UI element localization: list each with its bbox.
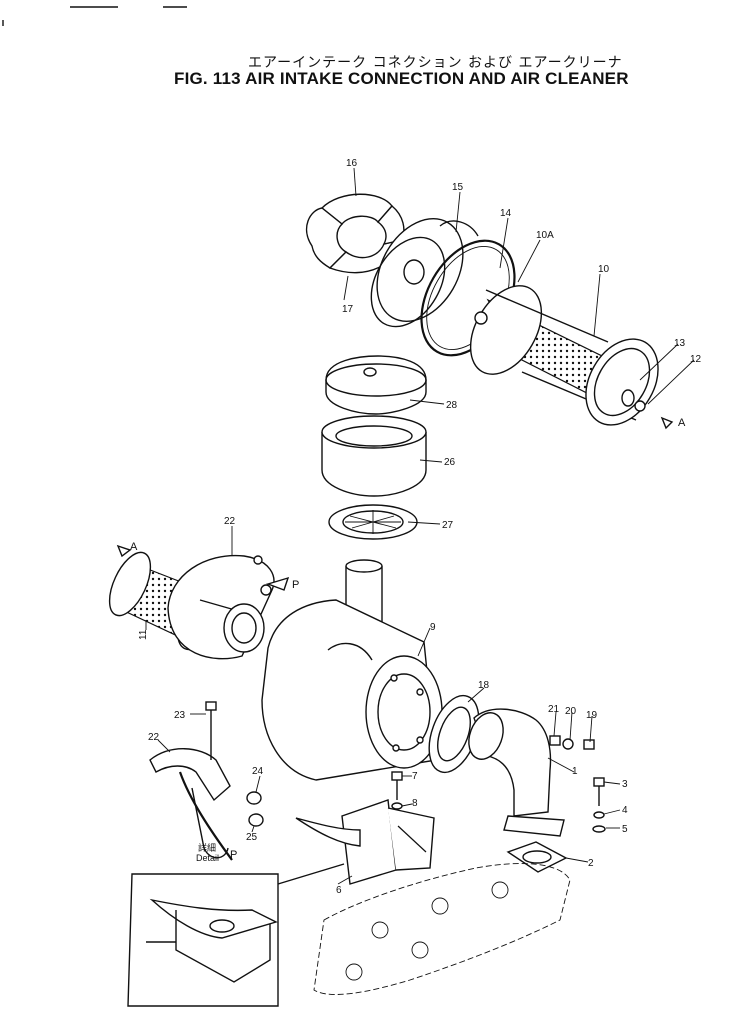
callout-labels: 16 15 14 10A 10 13 12 17 28 26 27 22 11 … <box>138 158 702 896</box>
bolt-7-8 <box>391 771 403 810</box>
callout-14: 14 <box>500 208 512 219</box>
view-letters: A A P <box>130 417 686 591</box>
callout-22-detail: 22 <box>148 732 160 743</box>
callout-9: 9 <box>430 622 436 633</box>
nuts-19-20-21 <box>549 735 595 750</box>
callout-24: 24 <box>252 766 264 777</box>
callout-10: 10 <box>598 264 610 275</box>
callout-15: 15 <box>452 182 464 193</box>
callout-23: 23 <box>174 710 186 721</box>
view-letter-p: P <box>292 579 299 591</box>
callout-22-top: 22 <box>224 516 236 527</box>
callout-26: 26 <box>444 457 456 468</box>
callout-12: 12 <box>690 354 702 365</box>
band-22-detail <box>149 701 264 861</box>
callout-3: 3 <box>622 779 628 790</box>
callout-7: 7 <box>412 771 418 782</box>
filter-ring-26 <box>321 415 427 497</box>
bolt-washer-3-4-5 <box>592 777 606 833</box>
callout-8: 8 <box>412 798 418 809</box>
callout-21: 21 <box>548 704 560 715</box>
detail-label-letter: P <box>230 849 237 861</box>
callout-28: 28 <box>446 400 458 411</box>
callout-16: 16 <box>346 158 358 169</box>
callout-17: 17 <box>342 304 354 315</box>
elbow-1 <box>468 708 565 837</box>
bracket-6 <box>295 799 435 885</box>
callout-4: 4 <box>622 805 628 816</box>
cap-28 <box>325 355 427 415</box>
vane-27 <box>328 504 418 540</box>
detail-label-english: Detail <box>196 853 219 863</box>
figure-title-english: FIG. 113 AIR INTAKE CONNECTION AND AIR C… <box>174 69 629 88</box>
callout-13: 13 <box>674 338 686 349</box>
leader-lines <box>145 167 695 885</box>
scan-marks <box>2 6 187 26</box>
callout-25: 25 <box>246 832 258 843</box>
view-letter-a-right: A <box>678 417 686 429</box>
callout-11: 11 <box>138 629 149 640</box>
view-arrows <box>116 416 674 591</box>
callout-1: 1 <box>572 766 578 777</box>
callout-20: 20 <box>565 706 577 717</box>
detail-inset-box <box>127 863 345 1007</box>
gasket-2 <box>506 841 568 873</box>
figure-title-japanese: エアーインテーク コネクション および エアークリーナ <box>248 55 623 71</box>
callout-6: 6 <box>336 885 342 896</box>
band-22-top <box>167 554 275 660</box>
view-letter-a-left: A <box>130 541 138 553</box>
callout-19: 19 <box>586 710 598 721</box>
filter-element-10 <box>469 285 659 426</box>
callout-5: 5 <box>622 824 628 835</box>
callout-18: 18 <box>478 680 490 691</box>
callout-2: 2 <box>588 858 594 869</box>
callout-27: 27 <box>442 520 454 531</box>
cover-15 <box>370 218 479 328</box>
detail-p-label: 詳細 Detail P <box>196 842 237 863</box>
detail-label-japanese: 詳細 <box>198 842 216 854</box>
callout-10a: 10A <box>536 230 554 241</box>
cleaner-body-9 <box>261 559 443 781</box>
engine-outline <box>313 863 571 995</box>
